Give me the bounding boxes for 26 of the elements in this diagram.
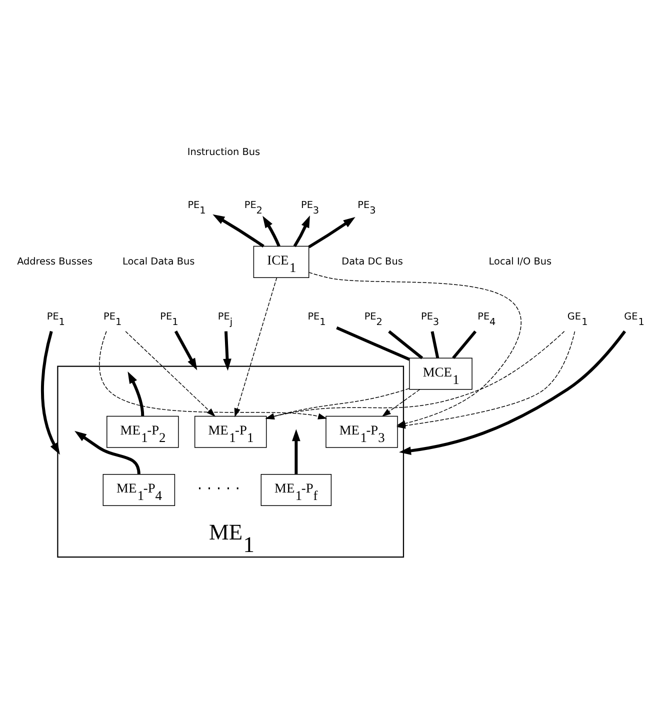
label: Local Data Bus [122, 256, 195, 268]
arrow [292, 429, 300, 474]
label: Data DC Bus [342, 256, 403, 268]
connector [430, 331, 440, 358]
connector [388, 330, 424, 360]
label: Instruction Bus [187, 146, 260, 158]
arrow [308, 217, 356, 248]
arrow [174, 330, 198, 370]
arrow [40, 330, 60, 455]
arrow [128, 371, 144, 416]
arrow [99, 330, 328, 420]
arrow [234, 277, 278, 418]
arrow [125, 331, 216, 417]
arrow [265, 388, 410, 420]
connector [336, 326, 410, 361]
arrow [265, 330, 565, 420]
arrow [212, 214, 264, 248]
arrow [382, 389, 420, 417]
arrow [293, 216, 310, 248]
arrow [223, 331, 232, 371]
label: · · · · · [197, 480, 240, 498]
arrow [399, 330, 626, 455]
label: Local I/O Bus [488, 256, 552, 268]
arrow [262, 216, 280, 247]
label: Address Busses [17, 256, 93, 268]
connector [452, 330, 477, 360]
